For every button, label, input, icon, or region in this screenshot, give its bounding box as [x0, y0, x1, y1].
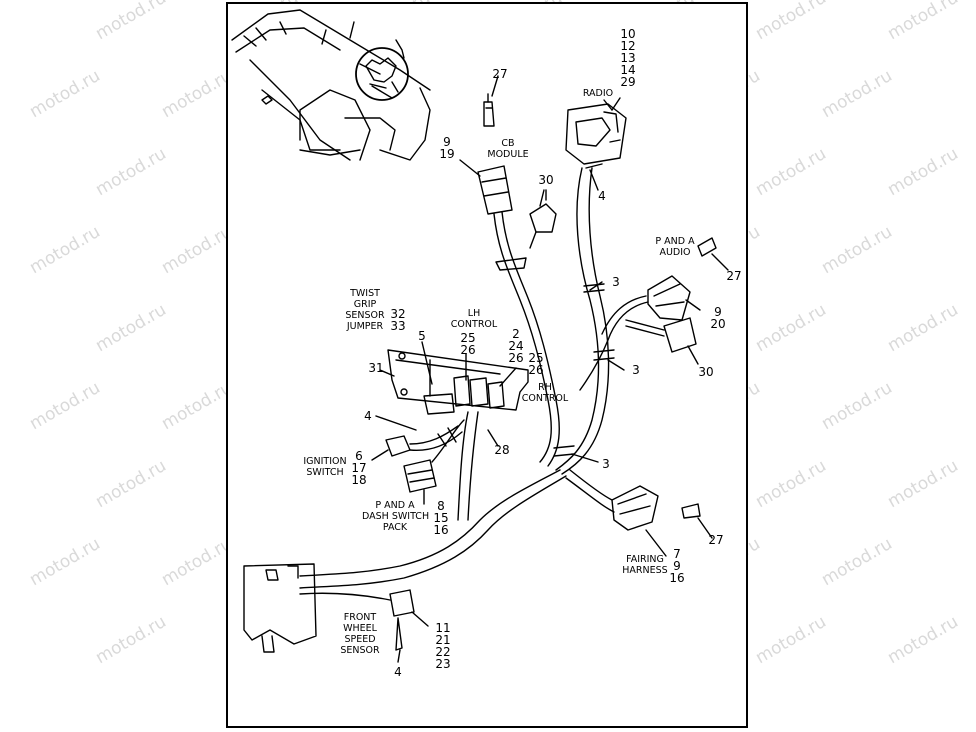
- callout-27-top: 27: [492, 67, 508, 81]
- callout-4-bottom: 4: [394, 665, 402, 679]
- callout-4-left: 4: [364, 409, 372, 423]
- callout-3-upper: 3: [612, 275, 620, 289]
- motorcycle-thumbnail: [231, 9, 431, 161]
- callout-30-top: 30: [538, 173, 554, 187]
- radio-unit: [565, 97, 627, 165]
- fork-lower: [243, 563, 317, 653]
- diagram-frame: [226, 2, 748, 728]
- callout-4-radio: 4: [598, 189, 606, 203]
- callout-27-fairing: 27: [708, 533, 724, 547]
- callout-31: 31: [368, 361, 384, 375]
- handlebar-bracket: [387, 349, 529, 411]
- radio-label: RADIO: [582, 88, 614, 99]
- callout-30-right: 30: [698, 365, 714, 379]
- callout-3-mid: 3: [632, 363, 640, 377]
- callout-27-audio: 27: [726, 269, 742, 283]
- callout-28: 28: [494, 443, 510, 457]
- callout-3-lower: 3: [602, 457, 610, 471]
- callout-5: 5: [418, 329, 426, 343]
